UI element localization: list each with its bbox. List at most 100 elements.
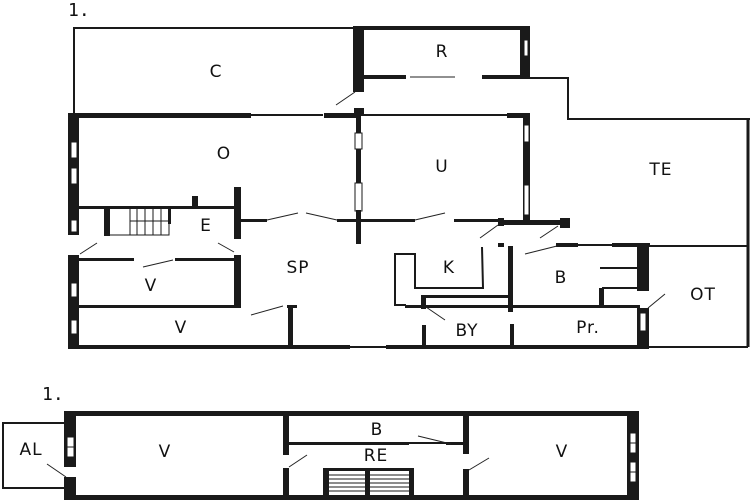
door-swing <box>524 245 558 255</box>
wall <box>68 345 350 349</box>
stair-wall <box>104 208 110 236</box>
wall <box>324 113 360 118</box>
room-label-v: V <box>159 442 172 462</box>
door-swing <box>79 242 98 255</box>
wall <box>263 411 463 416</box>
door-swing <box>647 293 666 309</box>
wall <box>68 255 79 349</box>
window <box>629 442 637 454</box>
wall <box>241 219 267 222</box>
room-label-u: U <box>435 157 448 177</box>
window <box>70 219 78 233</box>
wall <box>422 325 426 347</box>
wall <box>283 468 289 500</box>
wall <box>386 345 648 349</box>
lower-floor-plan: 1. <box>2 384 639 500</box>
room-label-k: K <box>443 258 455 278</box>
door-swing <box>414 212 446 221</box>
wall <box>498 220 568 225</box>
wall <box>234 255 241 307</box>
window <box>70 167 78 185</box>
door-swing <box>305 212 338 221</box>
room-label-pr: Pr. <box>576 318 600 338</box>
room-label-by: BY <box>455 321 478 341</box>
wall <box>482 75 530 79</box>
wall <box>354 108 364 116</box>
wall <box>510 324 514 347</box>
room-label-b: B <box>555 268 568 288</box>
window <box>629 471 637 483</box>
wall <box>627 411 639 500</box>
room-label-sp: SP <box>286 258 309 278</box>
room-label-al: AL <box>19 440 42 460</box>
door-swing <box>288 454 308 468</box>
room-label-v: V <box>145 276 158 296</box>
window <box>66 436 75 448</box>
door-swing <box>217 242 235 253</box>
window <box>70 141 78 159</box>
wall <box>337 219 415 222</box>
door-swing <box>425 306 446 321</box>
window <box>354 132 363 150</box>
wall <box>283 414 289 455</box>
wall <box>637 243 649 291</box>
room-label-c: C <box>210 62 223 82</box>
door-swing <box>539 225 559 239</box>
floor-label-upper: 1. <box>68 0 90 21</box>
wall <box>353 26 364 92</box>
wall <box>353 26 529 30</box>
wall <box>79 305 241 308</box>
wall <box>523 113 530 221</box>
wall <box>612 243 650 247</box>
wall <box>192 196 198 208</box>
wall <box>288 305 293 347</box>
wall <box>463 469 469 500</box>
door-swing <box>468 457 490 471</box>
room-c-outline <box>73 27 355 115</box>
door-swing <box>335 91 356 106</box>
wall <box>556 243 578 247</box>
wall <box>498 218 504 226</box>
wall <box>421 295 426 309</box>
wall <box>64 477 76 500</box>
wall <box>64 495 639 500</box>
stairs-upper <box>108 207 170 236</box>
wall <box>460 411 639 416</box>
window <box>629 432 637 444</box>
floor-label-lower: 1. <box>42 384 64 405</box>
wall <box>405 305 640 308</box>
wall <box>362 75 406 79</box>
room-label-te: TE <box>648 160 672 180</box>
wall <box>79 258 134 261</box>
room-label-re: RE <box>364 446 389 466</box>
upper-floor-plan: 1. <box>68 0 750 349</box>
al-outline <box>2 422 66 489</box>
room-label-e: E <box>200 216 212 236</box>
door-swing <box>417 435 452 445</box>
te-outline <box>530 77 750 120</box>
fixture-outline <box>602 287 640 307</box>
window <box>523 39 529 57</box>
window <box>629 461 637 473</box>
window <box>70 282 78 298</box>
wall <box>356 116 361 244</box>
door-swing <box>266 212 299 221</box>
window <box>639 312 647 332</box>
wall <box>463 414 469 454</box>
room-label-v: V <box>175 318 188 338</box>
wall <box>168 208 171 224</box>
window <box>66 446 75 458</box>
kitchen-counter <box>394 246 485 306</box>
door-swing <box>479 224 499 239</box>
room-label-b: B <box>371 420 384 440</box>
wall <box>175 258 237 261</box>
door-swing <box>46 463 67 478</box>
stairs-lower <box>323 468 414 498</box>
window <box>523 124 530 143</box>
wall <box>64 411 263 416</box>
wall <box>289 442 409 445</box>
wall <box>234 187 241 239</box>
wall <box>68 113 251 118</box>
wall <box>507 113 529 118</box>
